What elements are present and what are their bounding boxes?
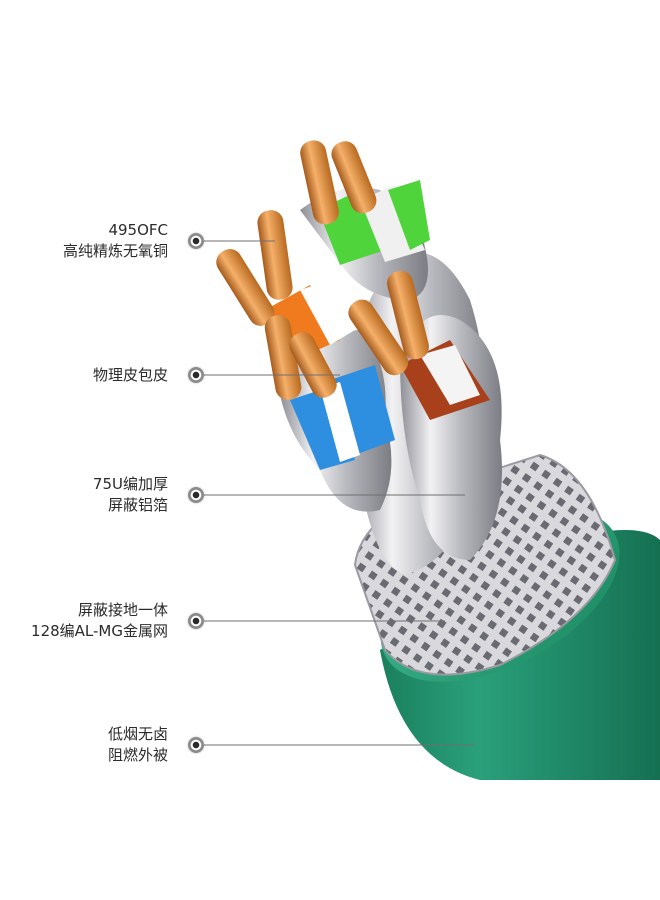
blue-pair [264, 315, 395, 470]
callout-foil-shield: 75U编加厚 屏蔽铝箔 [93, 474, 168, 516]
brown-pair [348, 270, 490, 420]
callout-jacket-line-2: 阻燃外被 [107, 746, 168, 764]
callout-braid-line-2: 128编AL-MG金属网 [31, 622, 168, 640]
marker-dot-icon [188, 487, 204, 503]
marker-dot-icon [188, 613, 204, 629]
callout-copper-line-2: 高纯精炼无氧铜 [62, 242, 168, 260]
callout-jacket-line-1: 低烟无卤 [107, 725, 168, 743]
callout-foil-line-2: 屏蔽铝箔 [107, 496, 168, 514]
marker-dot-icon [188, 737, 204, 753]
callout-braid-mesh: 屏蔽接地一体 128编AL-MG金属网 [31, 600, 168, 642]
callout-insulation: 物理皮包皮 [93, 365, 168, 386]
leader-lines [202, 240, 475, 746]
callout-foil-line-1: 75U编加厚 [92, 475, 168, 493]
green-pair [300, 140, 430, 265]
callout-braid-line-1: 屏蔽接地一体 [77, 601, 168, 619]
marker-dot-icon [188, 367, 204, 383]
callout-copper-line-1: 495OFC [108, 221, 168, 239]
callout-outer-jacket: 低烟无卤 阻燃外被 [108, 724, 168, 766]
marker-dot-icon [188, 233, 204, 249]
callout-insulation-line-1: 物理皮包皮 [92, 366, 168, 384]
callout-copper-conductor: 495OFC 高纯精炼无氧铜 [63, 220, 168, 262]
